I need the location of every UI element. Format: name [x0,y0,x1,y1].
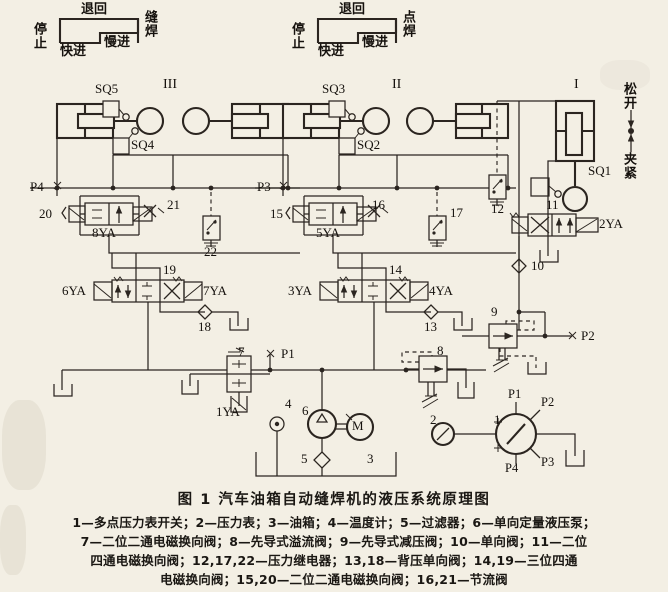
component-20-label: 20 [39,206,52,221]
valve-9-assembly [462,311,577,375]
cycle-left-top-label: 退回 [81,2,108,17]
solenoid-5YA-label: 5YA [316,225,340,240]
limit-switch-SQ1-label: SQ1 [588,163,612,178]
cycle-left-bottomright-label: 慢进 [104,35,131,50]
valve-15-assembly [285,195,516,254]
valve-11-assembly [509,212,599,330]
component-16-label: 16 [372,197,385,212]
port-p2-label: P2 [581,328,595,343]
solenoid-4YA-label: 4YA [429,283,453,298]
pump-station [53,340,486,477]
component-3-label: 3 [367,451,374,466]
cycle-left-right-label: 缝焊 [142,10,157,38]
pressure-switch-17 [428,185,447,247]
solenoid-8YA-label: 8YA [92,225,116,240]
scan-smudge [2,400,46,490]
figure-legend-line: 1—多点压力表开关；2—压力表；3—油箱；4—温度计；5—过滤器；6—单向定量液… [72,515,596,530]
component-18-label: 18 [198,319,211,334]
cylinder-group-III [30,100,300,196]
component-11-label: 11 [546,197,559,212]
component-13-label: 13 [424,319,437,334]
component-9-label: 9 [491,304,498,319]
cycle-right-bottomright-label: 慢进 [362,35,389,50]
valve-19-assembly [93,253,249,340]
scan-smudge [0,505,26,575]
group-label-I: I [574,77,579,92]
valve-20-assembly [61,195,300,254]
solenoid-7YA-label: 7YA [203,283,227,298]
cycle-right-bottomleft-label: 快进 [318,44,345,59]
clamp-release-label: 松开 [621,82,636,110]
limit-switch-SQ3-label: SQ3 [322,81,346,96]
motor-label: M [352,418,364,433]
component-21-label: 21 [167,197,180,212]
component-15-label: 15 [270,206,283,221]
gauge-port-p2-label: P2 [541,395,555,409]
gauge-port-p4-label: P4 [505,461,519,475]
component-19-label: 19 [163,262,176,277]
scan-smudge [600,60,650,90]
valve-14-assembly [319,253,473,340]
cycle-left-bottomleft-label: 快进 [60,44,87,59]
pressure-switch-22 [202,185,221,247]
limit-switch-SQ5-label: SQ5 [95,81,119,96]
figure-title: 图 1 汽车油箱自动缝焊机的液压系统原理图 [177,492,491,508]
cycle-right-left-label: 停止 [289,22,304,50]
cylinder-group-II [255,100,516,196]
group-label-III: III [163,77,177,92]
gauge-port-p1-label: P1 [508,387,522,401]
figure-legend-line: 电磁换向阀；15,20—二位二通电磁换向阀；16,21—节流阀 [160,572,508,587]
component-22-label: 22 [204,244,217,259]
cycle-right-right-label: 点焊 [400,10,415,38]
solenoid-3YA-label: 3YA [288,283,312,298]
component-1-label: 1 [494,412,501,427]
cylinder-group-I [488,99,635,266]
port-p4-label: P4 [30,179,44,194]
solenoid-1YA-label: 1YA [216,404,240,419]
gauge-port-p3-label: P3 [541,455,555,469]
cycle-diagram-right [316,17,398,45]
solenoid-6YA-label: 6YA [62,283,86,298]
figure-legend-line: 7—二位二通电磁换向阀；8—先导式溢流阀；9—先导式减压阀；10—单向阀；11—… [80,534,588,549]
port-p1-label: P1 [281,346,295,361]
limit-switch-SQ2-label: SQ2 [357,137,381,152]
figure-legend-line: 四通电磁换向阀；12,17,22—压力继电器；13,18—背压单向阀；14,19… [90,553,578,568]
component-7-label: 7 [238,344,245,359]
component-2-label: 2 [430,412,437,427]
component-14-label: 14 [389,262,402,277]
gauge-assembly [430,402,585,467]
group-label-II: II [392,77,402,92]
port-p3-label: P3 [257,179,271,194]
cycle-diagram-left [58,17,140,45]
component-17-label: 17 [450,205,463,220]
component-4-label: 4 [285,396,292,411]
component-10-label: 10 [531,258,544,273]
cycle-left-left-label: 停止 [31,22,46,50]
component-5-label: 5 [301,451,308,466]
component-8-label: 8 [437,343,444,358]
solenoid-2YA-label: 2YA [599,216,623,231]
clamp-clamp-label: 夹紧 [621,152,636,180]
limit-switch-SQ4-label: SQ4 [131,137,155,152]
component-6-label: 6 [302,403,309,418]
cycle-right-top-label: 退回 [339,2,366,17]
component-12-label: 12 [491,201,504,216]
